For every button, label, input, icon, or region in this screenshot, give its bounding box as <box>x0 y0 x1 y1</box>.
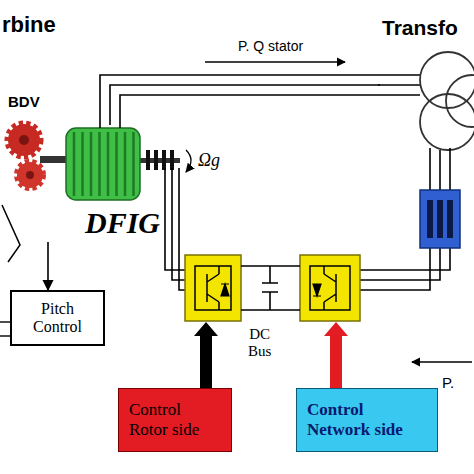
control-box: Control Network side <box>296 388 438 452</box>
node-text: Transfo <box>382 16 470 40</box>
transformer-symbol <box>420 52 474 150</box>
edge-label: P. Q stator <box>238 38 303 54</box>
connector <box>110 85 380 125</box>
generator-node: DFIG <box>38 125 162 242</box>
node-text: Pitch Control <box>18 300 97 337</box>
speed-symbol: Ωg <box>198 150 220 171</box>
generator-body <box>66 128 140 200</box>
pitch-control-box: Pitch Control <box>10 290 105 346</box>
grid-side-converter <box>300 255 360 321</box>
rotor-side-converter <box>185 255 241 321</box>
gearbox <box>8 124 43 188</box>
turbine-label: rbine <box>2 12 56 38</box>
node-text: DFIG <box>38 206 160 241</box>
rotation-arrow <box>186 150 191 172</box>
stator-wires <box>100 75 420 128</box>
power-flow-arrow <box>412 361 472 362</box>
gearbox-label: BDV <box>8 93 40 110</box>
dc-bus-capacitor <box>241 266 300 310</box>
pitch-wires <box>0 322 10 336</box>
node-text: Control Rotor side <box>129 400 221 439</box>
control-arrow <box>194 322 218 388</box>
power-flow-arrow <box>205 61 345 62</box>
blade-outline <box>2 205 20 262</box>
node-text: Control Network side <box>307 400 427 439</box>
filter-block <box>420 190 460 248</box>
rotor-wires <box>165 168 185 290</box>
dc-bus-label: DC Bus <box>248 326 271 359</box>
slip-rings <box>146 150 174 170</box>
power-label: P. <box>442 374 454 391</box>
control-box: Control Rotor side <box>118 388 232 452</box>
transformer-node: Transfo <box>380 14 472 160</box>
connector <box>47 242 49 290</box>
control-arrow <box>324 322 348 388</box>
shaft <box>40 156 66 163</box>
